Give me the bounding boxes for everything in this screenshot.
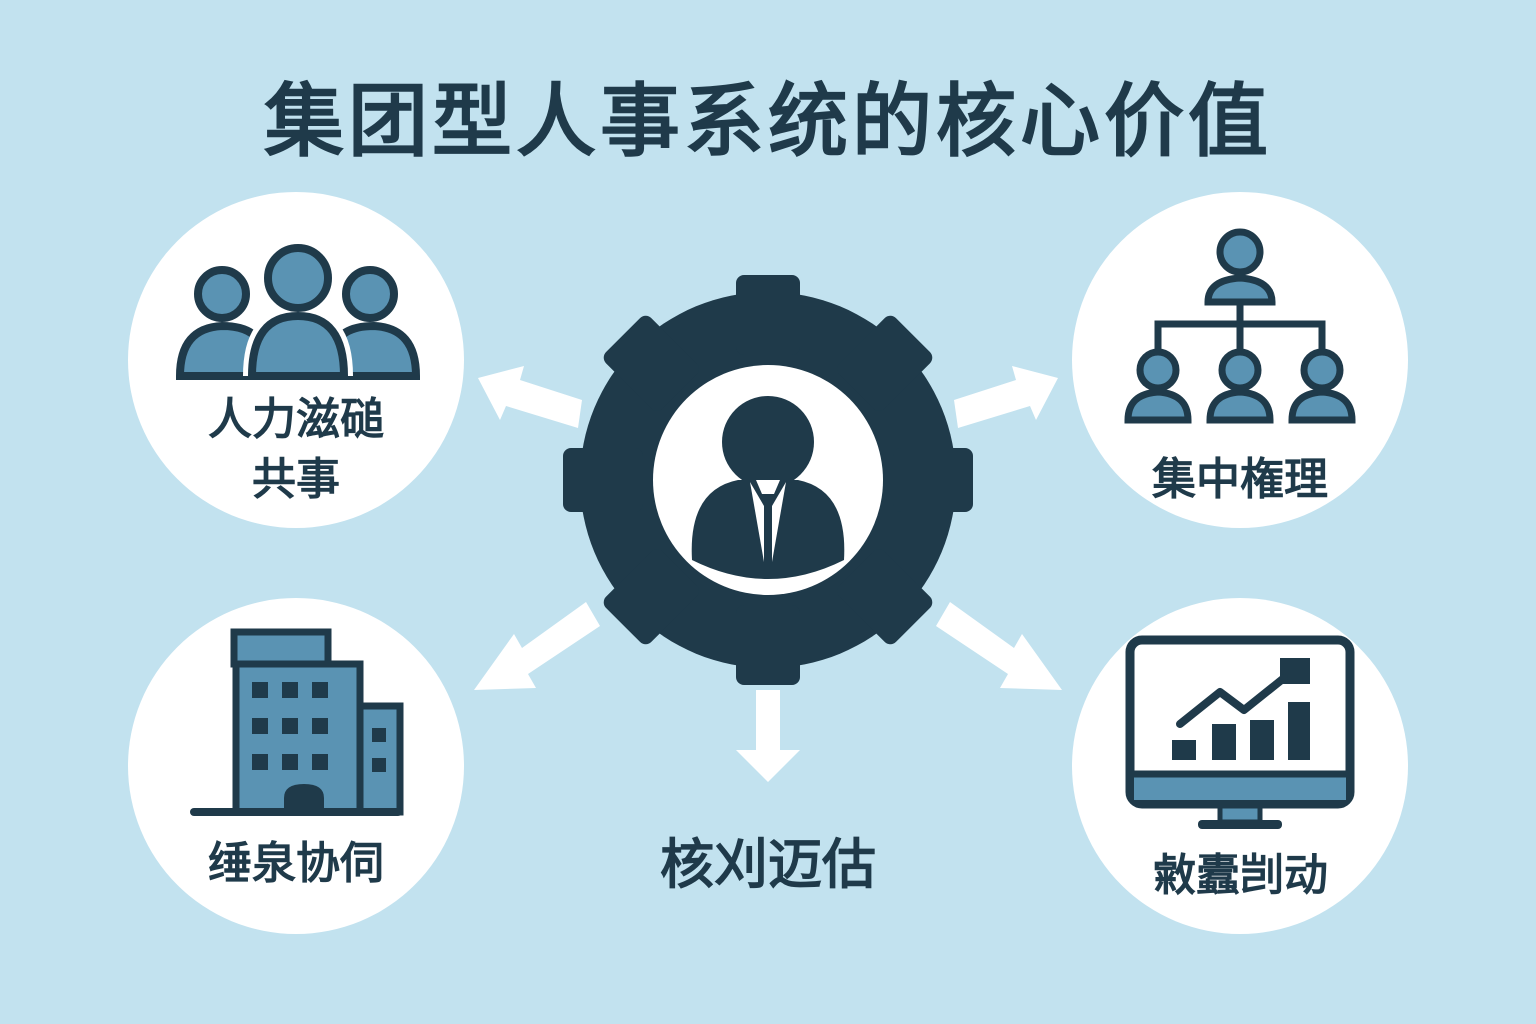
office-building-icon bbox=[190, 628, 404, 816]
arrow-down-left-icon bbox=[474, 602, 600, 690]
node-label: 集中権理 bbox=[1152, 454, 1328, 505]
node-centralized-management: 集中権理 bbox=[1072, 192, 1408, 528]
people-group-icon bbox=[175, 244, 421, 380]
node-hr-shared: 人力滋磓 共事 bbox=[128, 192, 464, 528]
node-label: 缍泉协伺 bbox=[208, 838, 384, 889]
center-label: 核刈迈估 bbox=[660, 833, 876, 896]
arrow-up-right-icon bbox=[954, 366, 1058, 428]
node-label: 敹蠹剀动 bbox=[1152, 850, 1328, 901]
arrow-down-right-icon bbox=[936, 602, 1062, 690]
arrow-up-left-icon bbox=[478, 366, 582, 428]
node-label-line2: 共事 bbox=[252, 454, 340, 505]
page-title: 集团型人事系统的核心价值 bbox=[264, 75, 1272, 168]
node-data-driven: 敹蠹剀动 bbox=[1072, 598, 1408, 934]
node-label-line1: 人力滋磓 bbox=[208, 394, 384, 445]
arrow-down-icon bbox=[736, 690, 800, 782]
monitor-chart-icon bbox=[1125, 635, 1355, 829]
node-group-collaboration: 缍泉协伺 bbox=[128, 598, 464, 934]
org-chart-icon bbox=[1124, 228, 1356, 424]
